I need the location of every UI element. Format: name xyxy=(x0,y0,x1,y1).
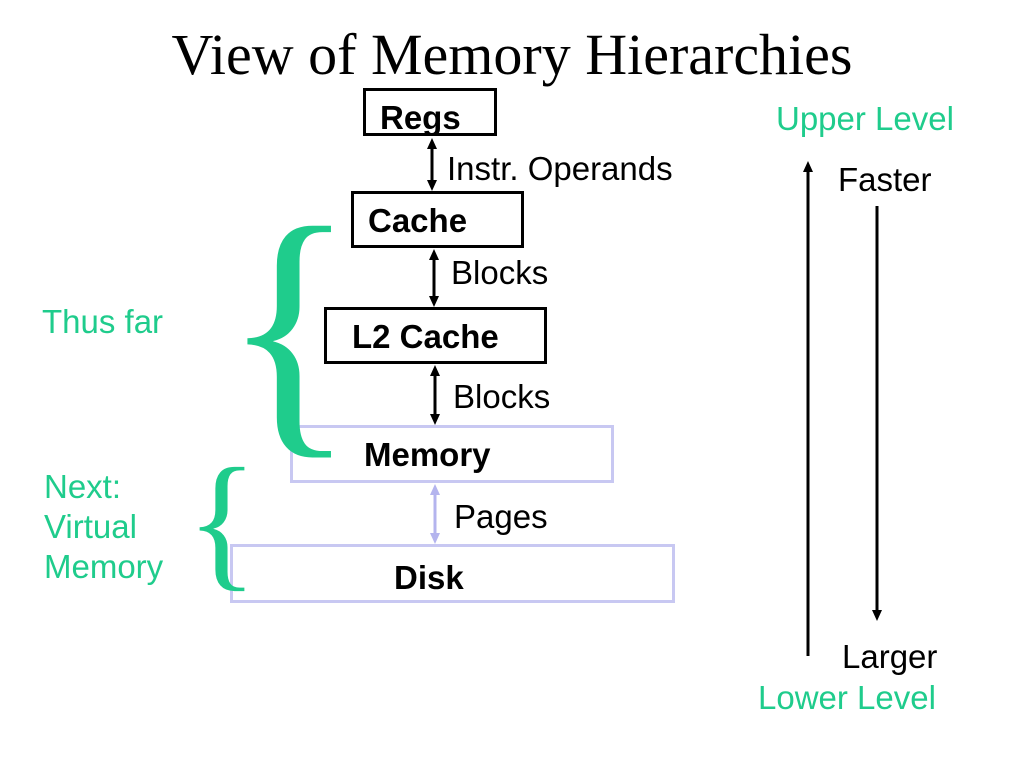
instr-operands-label: Instr. Operands xyxy=(447,150,673,187)
slide-title: View of Memory Hierarchies xyxy=(171,22,853,87)
blocks-label-upper: Blocks xyxy=(451,254,549,291)
disk-label: Disk xyxy=(394,559,464,596)
upper-level-label: Upper Level xyxy=(776,100,954,137)
pages-label: Pages xyxy=(454,498,548,535)
larger-label: Larger xyxy=(842,638,938,675)
blocks-label-lower: Blocks xyxy=(453,378,551,415)
l2-cache-box: L2 Cache xyxy=(324,307,547,364)
thus-far-brace: { xyxy=(222,170,357,481)
l2-cache-label: L2 Cache xyxy=(352,318,499,355)
next-label-line1: Next: xyxy=(44,468,122,505)
memory-label: Memory xyxy=(364,436,491,473)
next-label-line3: Memory xyxy=(44,548,164,585)
next-label-line2: Virtual xyxy=(44,508,137,545)
next-brace: { xyxy=(186,438,258,604)
memory-box: Memory xyxy=(290,425,614,483)
cache-label: Cache xyxy=(368,202,468,239)
regs-box: Regs xyxy=(363,88,497,136)
lower-level-label: Lower Level xyxy=(758,679,936,716)
cache-box: Cache xyxy=(351,191,524,248)
thus-far-label: Thus far xyxy=(42,303,164,340)
regs-label: Regs xyxy=(380,99,461,136)
disk-box: Disk xyxy=(230,544,675,603)
faster-label: Faster xyxy=(838,161,932,198)
